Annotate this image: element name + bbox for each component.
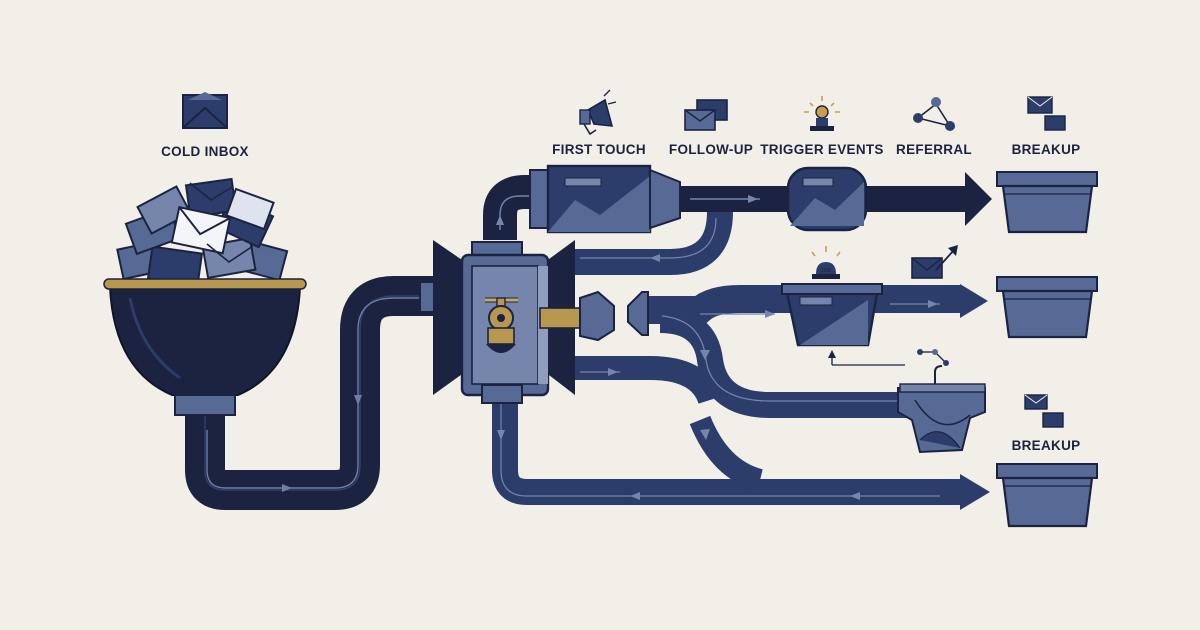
envelope-arrow-icon bbox=[911, 245, 958, 279]
bin-middle bbox=[996, 276, 1098, 339]
brass-pipe bbox=[539, 307, 583, 329]
bowl-rim bbox=[103, 278, 307, 290]
bowl-outlet bbox=[174, 394, 236, 416]
envelope-icon bbox=[182, 92, 228, 129]
badge-text: 168 bbox=[821, 268, 831, 274]
envelope-pile bbox=[116, 177, 289, 287]
sink-bin bbox=[897, 365, 986, 454]
top-pipe-arrowhead bbox=[965, 172, 992, 226]
envelope-pair-icon bbox=[1027, 96, 1066, 131]
gutter-pipe bbox=[659, 307, 910, 418]
tiny-network-icon bbox=[917, 349, 949, 366]
bin-bottom bbox=[996, 463, 1098, 528]
siren-icon-middle: 168 bbox=[811, 246, 841, 279]
label-breakup-top: BREAKUP bbox=[1012, 142, 1081, 157]
first-touch-filter bbox=[529, 164, 681, 234]
label-referral: REFERRAL bbox=[896, 142, 972, 157]
return-pipe bbox=[575, 211, 733, 275]
network-icon bbox=[913, 97, 955, 131]
bottom-pipe-arrowhead bbox=[960, 474, 990, 510]
cold-inbox-bowl bbox=[103, 177, 307, 416]
label-first-touch: FIRST TOUCH bbox=[552, 142, 646, 157]
bottom-pipe bbox=[492, 400, 960, 505]
envelope-pair-icon-lower bbox=[1024, 394, 1064, 428]
lower-route-pipe bbox=[560, 356, 722, 405]
middle-pipe bbox=[640, 285, 960, 324]
main-pipe-flow-line bbox=[206, 297, 435, 489]
bottom-curve-pipe bbox=[689, 415, 764, 491]
label-follow-up: FOLLOW-UP bbox=[669, 142, 753, 157]
top-pipe-segment-2 bbox=[860, 186, 970, 212]
bin-top bbox=[996, 171, 1098, 234]
trigger-tank bbox=[786, 166, 868, 232]
label-breakup-lower: BREAKUP bbox=[1012, 438, 1081, 453]
megaphone-icon bbox=[579, 89, 617, 136]
valve-assembly bbox=[419, 240, 649, 404]
siren-icon bbox=[804, 96, 840, 131]
middle-basin bbox=[781, 283, 883, 347]
label-cold-inbox: COLD INBOX bbox=[161, 144, 249, 159]
label-trigger-events: TRIGGER EVENTS bbox=[760, 142, 883, 157]
middle-pipe-arrowhead bbox=[960, 284, 988, 318]
stacked-envelopes-icon bbox=[684, 99, 728, 131]
